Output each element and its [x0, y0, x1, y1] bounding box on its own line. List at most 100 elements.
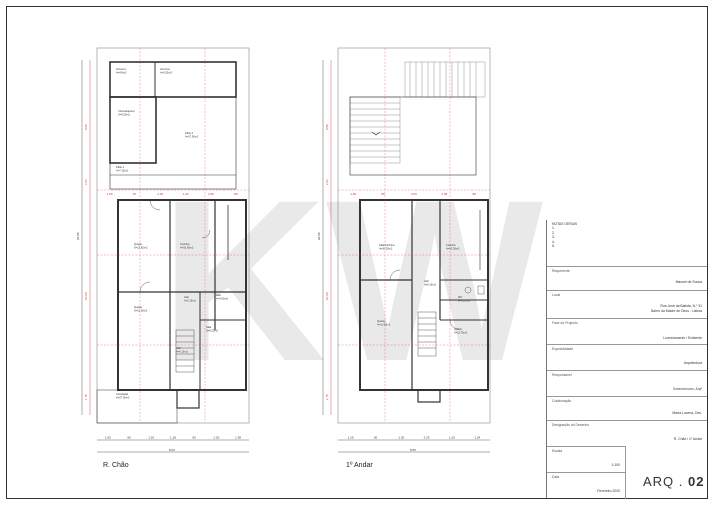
responsavel-value: Xxxxxxxxxxxx, Arqº [672, 387, 702, 391]
top-dimension: .85 [381, 192, 386, 196]
total-width-dimension: 8.05 [410, 448, 416, 452]
room-area: A=6.15m2 [176, 349, 188, 353]
notes-section: NOTAS GERAIS 1. 2. 3. 4. 5. [547, 220, 707, 266]
bottom-dimension: 1.18 [170, 436, 176, 440]
bottom-dimension: 2.25 [424, 436, 430, 440]
colaboracao-value: Marta Lucena, Des. [672, 411, 702, 415]
top-dimension: 1.29 [183, 192, 189, 196]
escala-value: 1:100 [611, 463, 621, 467]
bottom-dimension: 1.24 [474, 436, 480, 440]
top-dimension: .89 [472, 192, 477, 196]
ground-floor-labels: ArrumosA=4.8m2ArrumosA=0.55m2Churrasquei… [76, 67, 241, 452]
total-height-dimension: 20.85 [76, 232, 80, 240]
room-name: Quarto [134, 305, 142, 309]
local-value-line1: Rua José da Batista, N.º 31 [660, 304, 702, 308]
top-dimension: 2.26 [157, 192, 163, 196]
note-item: 4. [552, 239, 555, 244]
room-area: A=20.35m2 [379, 246, 393, 250]
ground-floor-title: R. Chão [103, 462, 129, 469]
side-dimension: 8.05 [84, 124, 88, 130]
designacao-label: Designação do Desenho [552, 423, 590, 427]
responsavel-row: Responsável Xxxxxxxxxxxx, Arqº [547, 370, 707, 397]
first-floor-labels: Sala/CozinhaA=20.35m2CozinhaA=10.05m2Hal… [317, 124, 481, 452]
room-area: A=11.75m2 [454, 330, 468, 334]
room-name: Hall [184, 295, 189, 299]
colaboracao-row: Colaboração Marta Lucena, Des. [547, 396, 707, 421]
room-area: A=13.82m2 [134, 245, 148, 249]
top-dimension: .89 [233, 192, 238, 196]
side-dimension: 8.58 [325, 124, 329, 130]
room-area: A=6.15m2 [424, 282, 436, 286]
title-block: NOTAS GERAIS 1. 2. 3. 4. 5. Requerente M… [546, 220, 707, 499]
requerente-row: Requerente Manuel de Sousa [547, 266, 707, 291]
room-name: Churrasqueira [118, 109, 135, 113]
bottom-dimension: 1.20 [449, 436, 455, 440]
room-area: A=4.60m2 [216, 296, 228, 300]
room-name: Arrumos [160, 67, 171, 71]
especialidade-label: Especialidade [552, 347, 574, 351]
room-area: A=8.20m2 [206, 328, 218, 332]
local-value-line2: Bairro da Madre de Deus - Lisboa [651, 309, 702, 313]
side-dimension: 1.75 [84, 394, 88, 400]
room-area: A=2.15m2 [184, 298, 196, 302]
ground-floor-plan [81, 47, 250, 453]
data-row: Data Fevereiro 2020 [547, 472, 626, 499]
fase-label: Fase do Projecto [552, 321, 578, 325]
side-dimension: 2.21 [84, 179, 88, 185]
data-label: Data [552, 475, 560, 479]
room-name: Quarto [454, 327, 462, 331]
room-name: WC [458, 295, 462, 299]
bottom-dimension: 1.05 [105, 436, 111, 440]
side-dimension: 10.00 [325, 292, 329, 300]
drawing-number-value: 02 [688, 474, 705, 489]
bottom-dimension: 1.38 [235, 436, 241, 440]
drawing-prefix: ARQ . [643, 474, 684, 489]
bottom-dimension: 1.20 [398, 436, 404, 440]
room-name: Pátio 2 [185, 131, 194, 135]
total-width-dimension: 8.03 [169, 448, 175, 452]
designacao-row: Designação do Desenho R. Chão / 1º Andar [547, 420, 707, 447]
fase-value: Licenciamento / Existente [663, 336, 702, 340]
bottom-dimension: .90 [127, 436, 132, 440]
room-area: A=12.60m2 [134, 308, 148, 312]
escala-label: Escala [552, 449, 563, 453]
side-dimension: 2.21 [325, 179, 329, 185]
drawing-sheet-border [6, 6, 708, 499]
room-area: A=3.25m2 [458, 298, 470, 302]
local-row: Local Rua José da Batista, N.º 31 Bairro… [547, 290, 707, 319]
data-value: Fevereiro 2020 [597, 489, 620, 493]
bottom-dimension: 1.20 [213, 436, 219, 440]
fase-row: Fase do Projecto Licenciamento / Existen… [547, 318, 707, 345]
room-area: A=10.65m2 [180, 245, 194, 249]
room-area: A=17.90m2 [185, 134, 199, 138]
room-name: Hall [216, 293, 221, 297]
note-item: 3. [552, 235, 555, 240]
top-dimension: .87 [132, 192, 137, 196]
room-name: Sala [206, 325, 212, 329]
room-name: Hall [424, 279, 429, 283]
room-area: A=7.15m2 [116, 168, 128, 172]
especialidade-value: Arquitectura [683, 361, 702, 365]
responsavel-label: Responsável [552, 373, 572, 377]
notes-title: NOTAS GERAIS [552, 222, 578, 226]
room-area: A=0.55m2 [160, 70, 172, 74]
room-name: Pátio 1 [116, 165, 125, 169]
colaboracao-label: Colaboração [552, 399, 572, 403]
room-name: Quarto [377, 319, 385, 323]
bottom-dimension: .90 [192, 436, 197, 440]
room-area: A=11.90m2 [377, 322, 391, 326]
room-area: A=27.00m2 [116, 395, 130, 399]
note-item: 1. [552, 226, 555, 231]
room-name: Sala/Cozinha [379, 243, 395, 247]
top-dimension: 1.89 [208, 192, 214, 196]
top-dimension: 2.38 [441, 192, 447, 196]
top-dimension: 3.03 [411, 192, 417, 196]
requerente-label: Requerente [552, 269, 570, 273]
room-name: Circulação [116, 392, 129, 396]
bottom-dimension: 1.20 [148, 436, 154, 440]
room-area: A=10.05m2 [446, 246, 460, 250]
room-name: Quarto [134, 242, 142, 246]
room-name: Arrumos [116, 67, 127, 71]
room-area: A=4.8m2 [116, 70, 127, 74]
escala-row: Escala 1:100 [547, 446, 626, 473]
